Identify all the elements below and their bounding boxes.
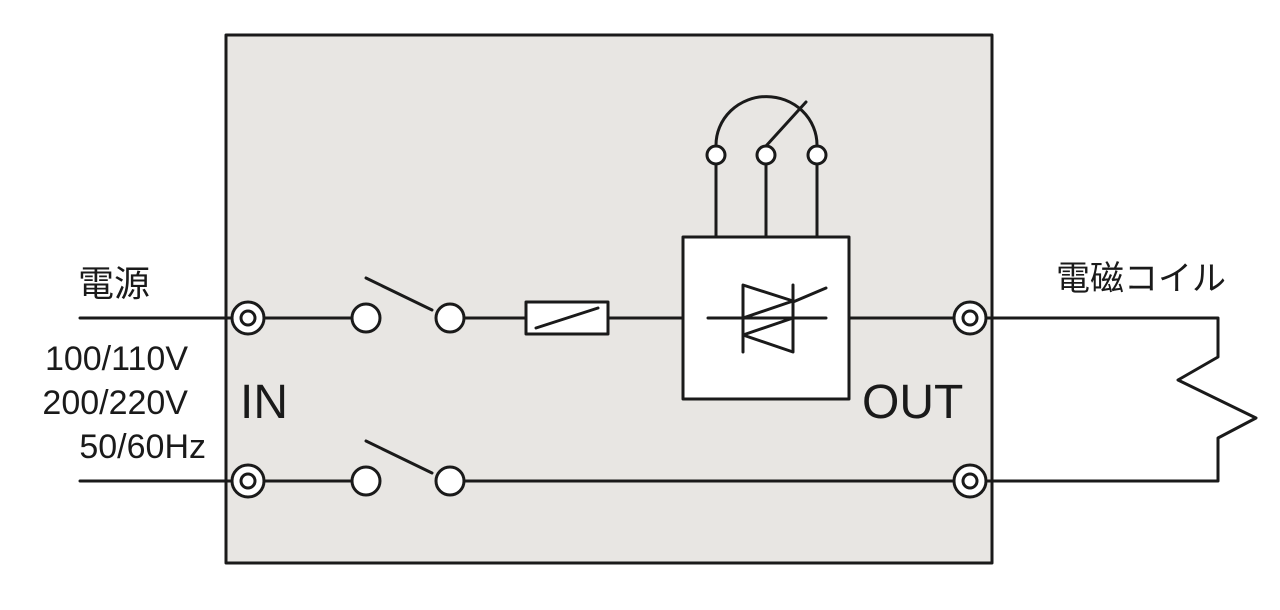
switch-top [350, 276, 466, 334]
output-terminal-bottom [952, 463, 988, 499]
output-terminal-top [952, 300, 988, 336]
triac-symbol [706, 283, 828, 354]
input-label: IN [240, 376, 288, 429]
input-terminal-top [230, 300, 266, 336]
coil-label: 電磁コイル [1056, 259, 1226, 299]
frequency-label: 50/60Hz [79, 428, 206, 466]
power-source-label: 電源 [78, 264, 150, 305]
fuse-symbol [524, 300, 610, 336]
voltage-label-2: 200/220V [42, 384, 188, 422]
potentiometer-symbol [705, 95, 828, 166]
controller-enclosure [224, 33, 994, 565]
input-terminal-bottom [230, 463, 266, 499]
voltage-label-1: 100/110V [45, 340, 188, 378]
coil-wire [984, 316, 1258, 483]
output-label: OUT [862, 376, 963, 429]
switch-bottom [350, 439, 466, 497]
